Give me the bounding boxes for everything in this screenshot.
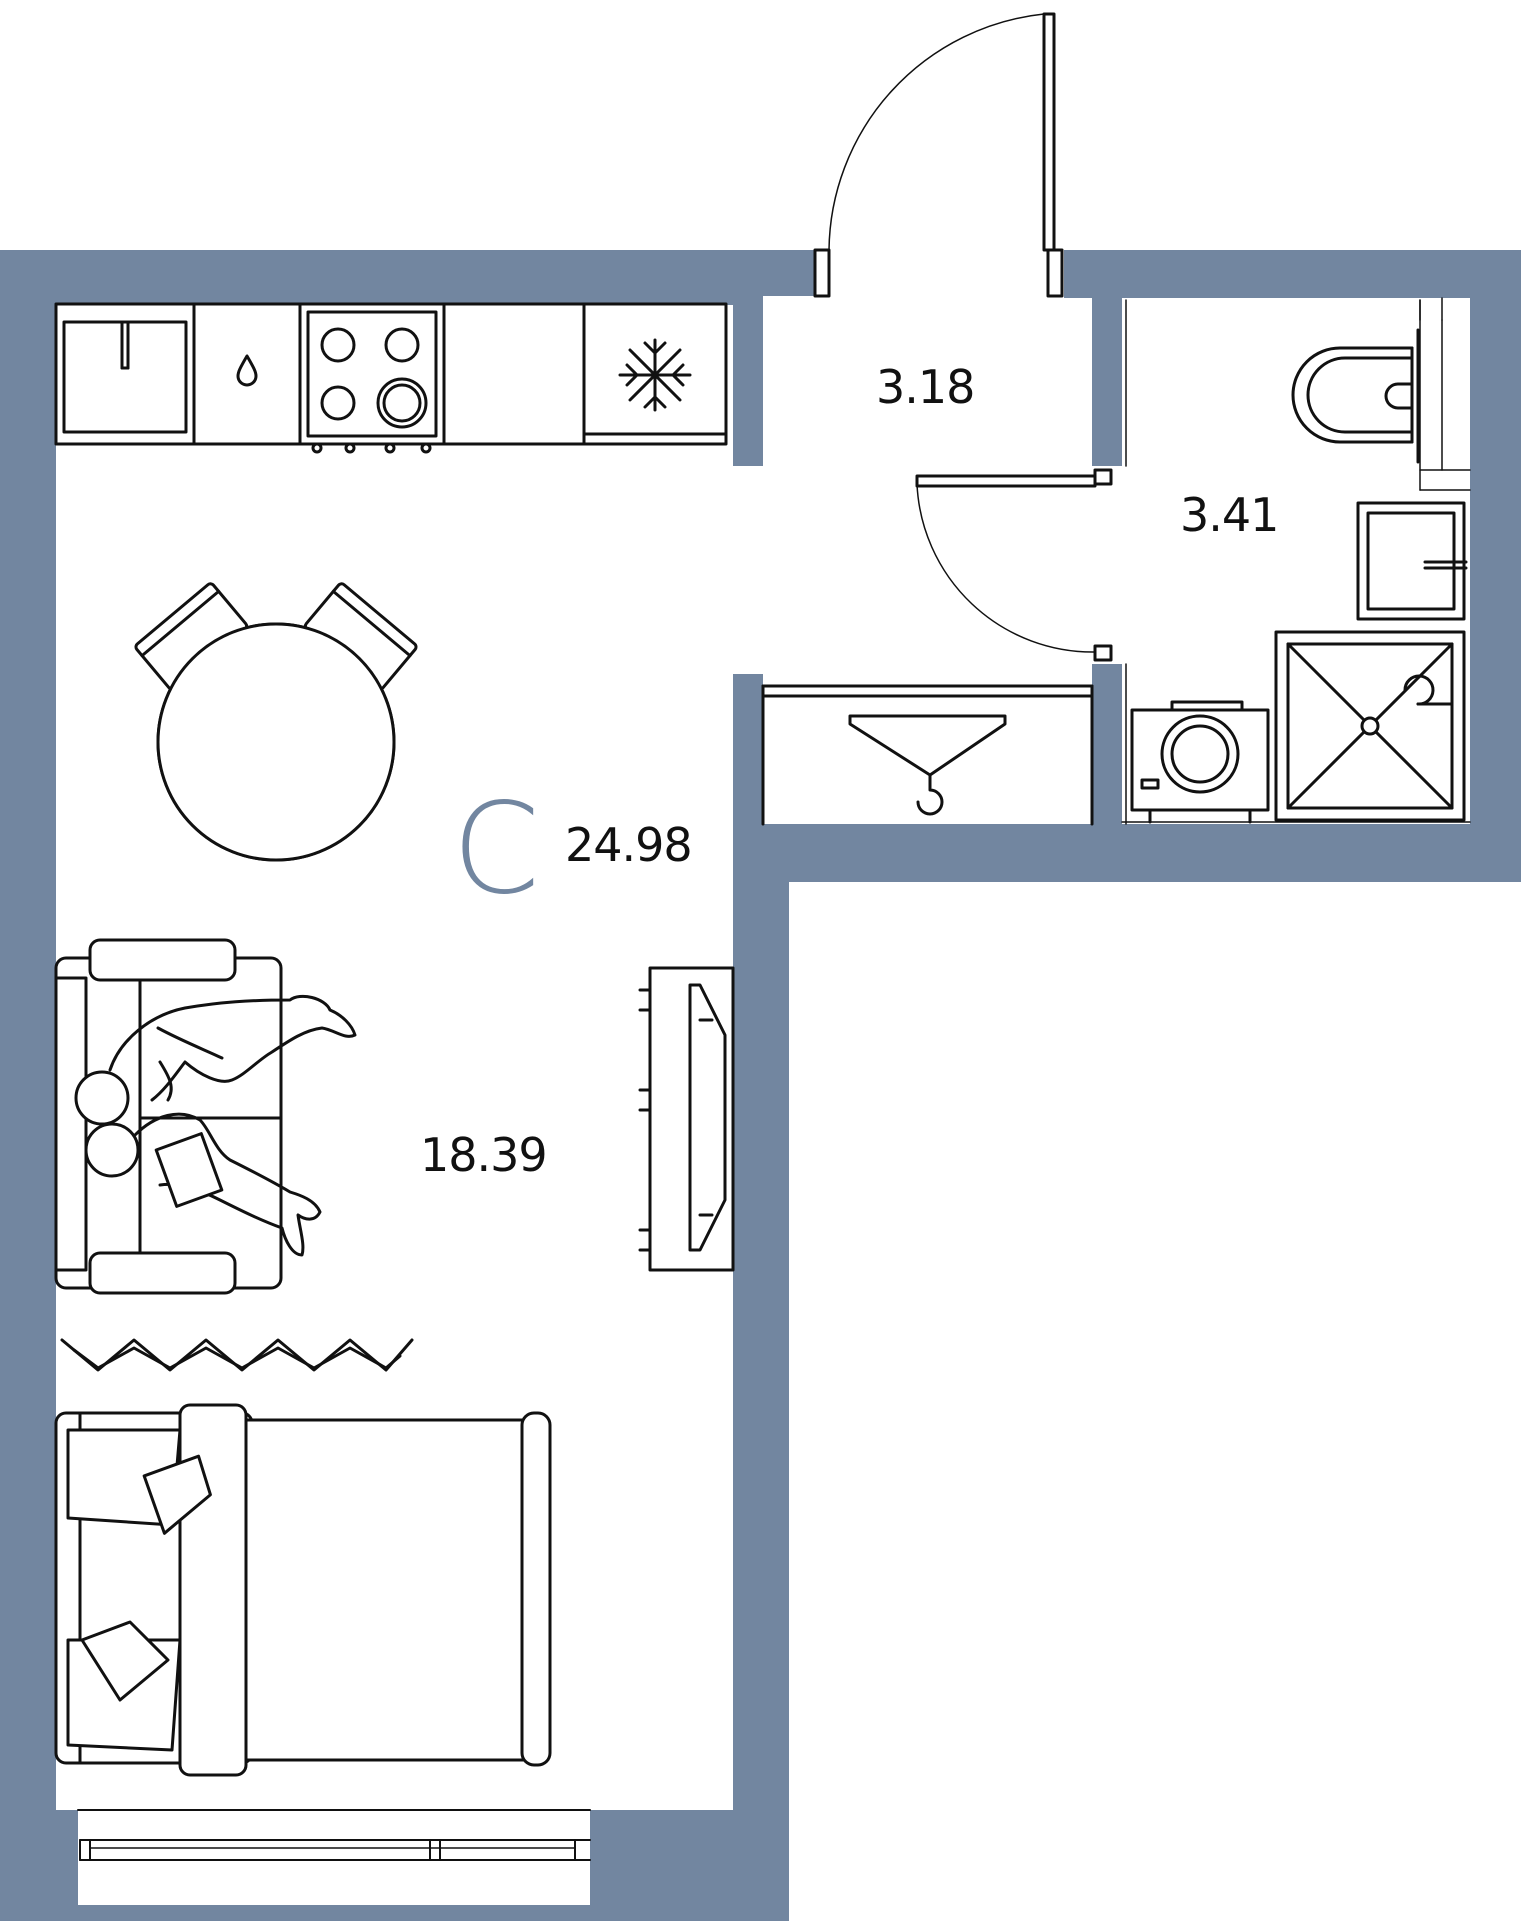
sink-icon (62, 320, 188, 434)
walls (0, 250, 1521, 1921)
bathroom-door-icon (915, 468, 1113, 662)
entrance-door-icon (813, 12, 1064, 298)
rug-icon (60, 1338, 414, 1372)
fridge-snowflake-icon (582, 338, 728, 436)
kitchen-counter (54, 302, 728, 454)
bathroom-area-label: 3.41 (1180, 488, 1279, 542)
bed-icon (54, 1403, 552, 1777)
washbasin-icon (1356, 501, 1468, 621)
total-area-label: 24.98 (565, 818, 693, 872)
dining-table-icon (134, 582, 418, 862)
hall-area-label: 3.18 (876, 360, 975, 414)
sofa-with-people-icon (54, 938, 357, 1295)
bathroom-fixtures (1121, 297, 1471, 825)
apartment-type-badge: С (452, 775, 540, 922)
shower-icon (1274, 630, 1466, 822)
washing-machine-icon (1130, 700, 1270, 824)
tv-icon (638, 966, 735, 1272)
toilet-icon (1291, 328, 1420, 464)
window-icon (77, 1809, 591, 1905)
water-drop-icon (236, 354, 258, 387)
wardrobe-hanger-icon (761, 684, 1094, 826)
living-area-label: 18.39 (420, 1128, 548, 1182)
stove-icon (306, 310, 438, 454)
